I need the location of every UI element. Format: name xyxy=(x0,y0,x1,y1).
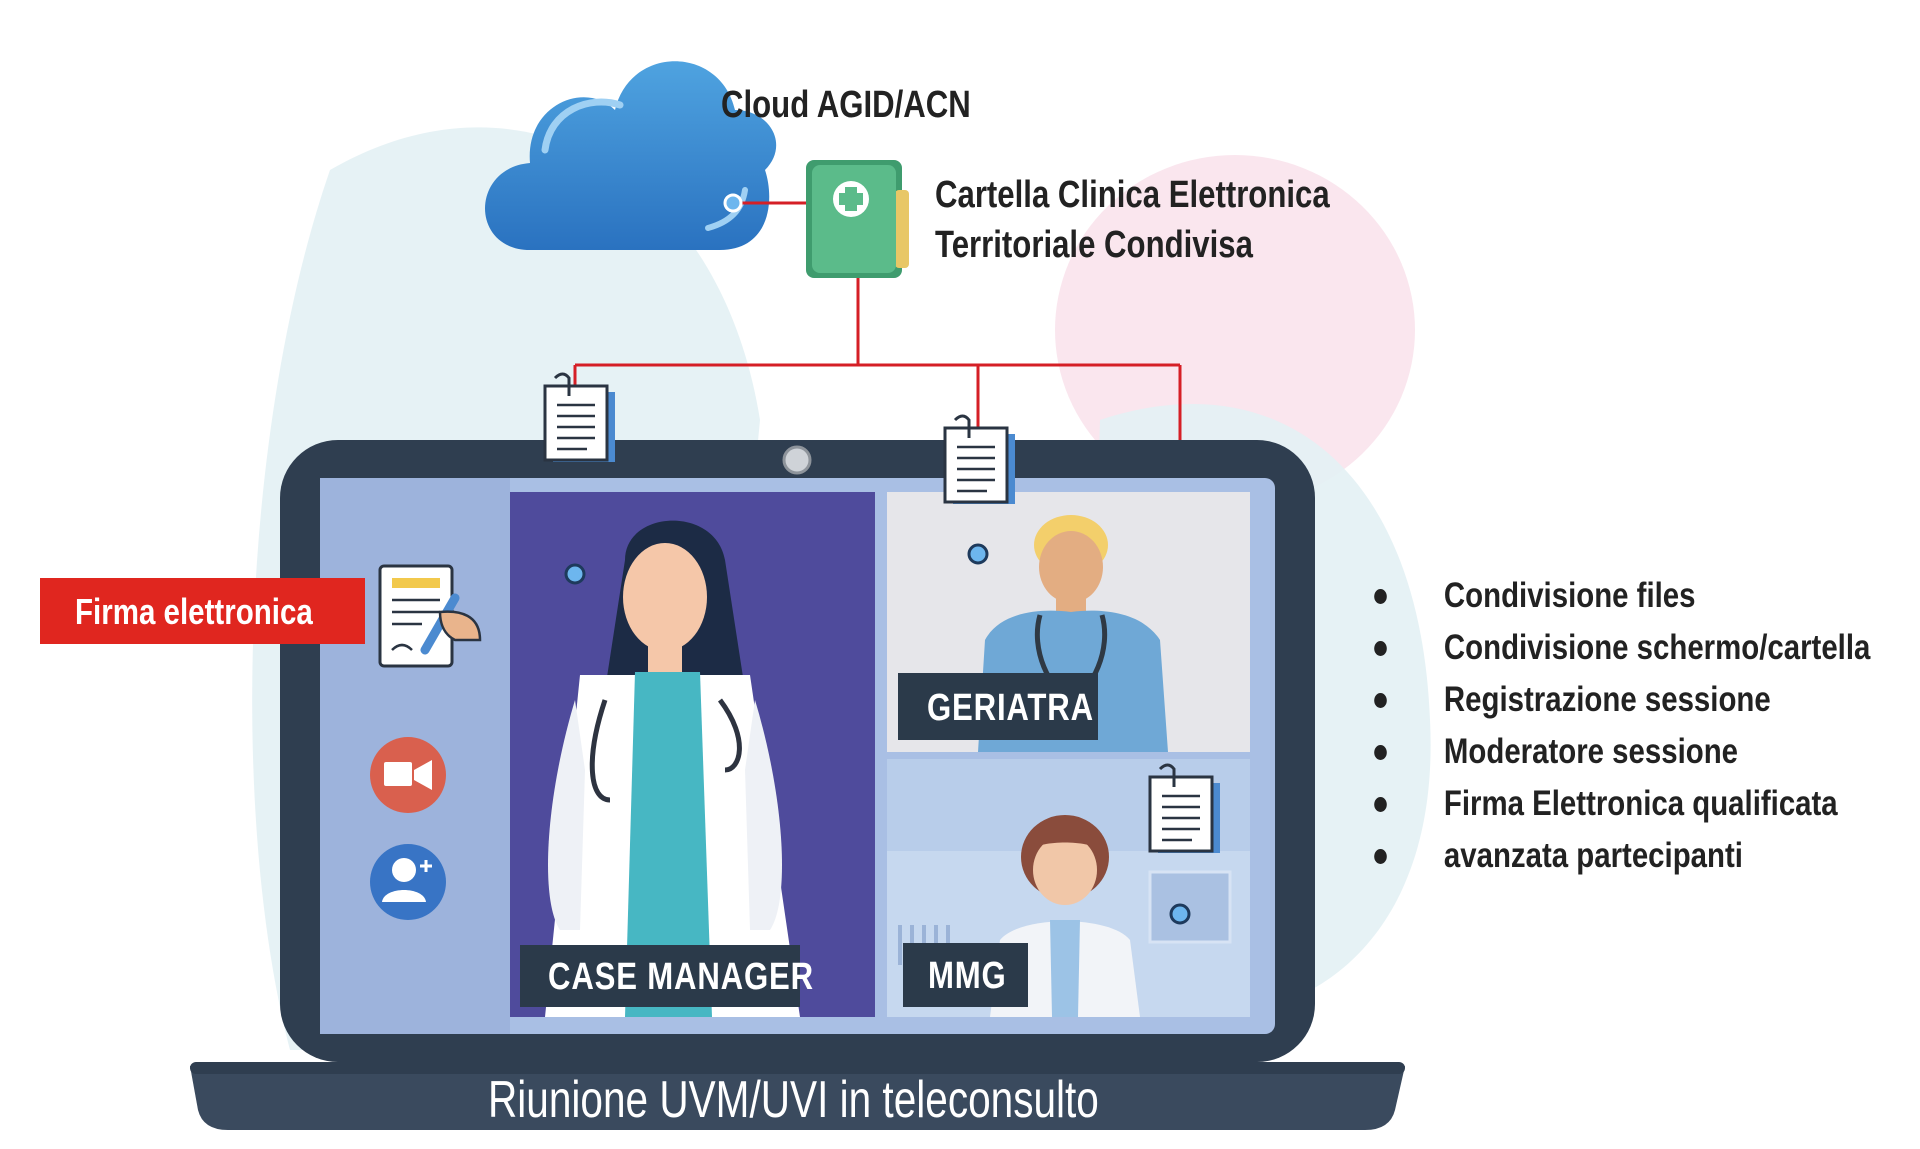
case-manager-label-box xyxy=(520,945,800,1007)
bullet-icon xyxy=(1374,693,1387,708)
signature-label: Firma elettronica xyxy=(75,591,313,631)
signing-document-icon[interactable] xyxy=(378,564,482,668)
feature-item: avanzata partecipanti xyxy=(1370,830,1870,882)
record-title-line1: Cartella Clinica Elettronica xyxy=(935,174,1330,216)
bullet-icon xyxy=(1374,641,1387,656)
mmg-label-box xyxy=(903,943,1028,1007)
cloud-icon xyxy=(485,61,777,250)
bullet-icon xyxy=(1374,745,1387,760)
laptop-caption: Riunione UVM/UVI in teleconsulto xyxy=(488,1070,1099,1128)
cloud-connector-node xyxy=(723,193,743,213)
video-tile-geriatra[interactable]: GERIATRA xyxy=(887,492,1250,752)
mmg-connector-node xyxy=(1169,903,1191,925)
record-title-line2: Territoriale Condivisa xyxy=(935,224,1254,266)
document-icon-mmg xyxy=(1148,763,1220,853)
bullet-icon xyxy=(1374,797,1387,812)
webcam-icon xyxy=(782,445,812,475)
case-manager-label: CASE MANAGER xyxy=(548,956,814,998)
doctor-avatar-mmg xyxy=(990,815,1140,1017)
add-user-icon[interactable] xyxy=(370,844,446,920)
cloud-label: Cloud AGID/ACN xyxy=(721,84,971,126)
video-tile-mmg[interactable]: MMG xyxy=(887,759,1250,1017)
geriatra-label: GERIATRA xyxy=(927,687,1094,729)
bullet-icon xyxy=(1374,849,1387,864)
feature-item: Condivisione files xyxy=(1370,570,1870,622)
document-icon-geriatra xyxy=(943,414,1015,504)
feature-item: Firma Elettronica qualificata xyxy=(1370,778,1870,830)
feature-item: Condivisione schermo/cartella xyxy=(1370,622,1870,674)
feature-item: Registrazione sessione xyxy=(1370,674,1870,726)
video-folder-icon[interactable] xyxy=(370,737,446,813)
feature-item: Moderatore sessione xyxy=(1370,726,1870,778)
geriatra-connector-node xyxy=(967,543,989,565)
bullet-icon xyxy=(1374,589,1387,604)
mmg-label: MMG xyxy=(928,955,1007,997)
medical-folder-icon xyxy=(806,160,909,278)
video-tile-case-manager[interactable]: CASE MANAGER xyxy=(510,492,875,1017)
signature-label-box xyxy=(40,578,365,644)
geriatra-label-box xyxy=(898,673,1098,740)
feature-list: Condivisione files Condivisione schermo/… xyxy=(1370,570,1920,882)
document-icon-case-manager xyxy=(543,372,615,462)
laptop-base xyxy=(190,1066,1405,1130)
doctor-avatar-case-manager xyxy=(545,520,800,1017)
case-manager-connector-node xyxy=(564,563,586,585)
